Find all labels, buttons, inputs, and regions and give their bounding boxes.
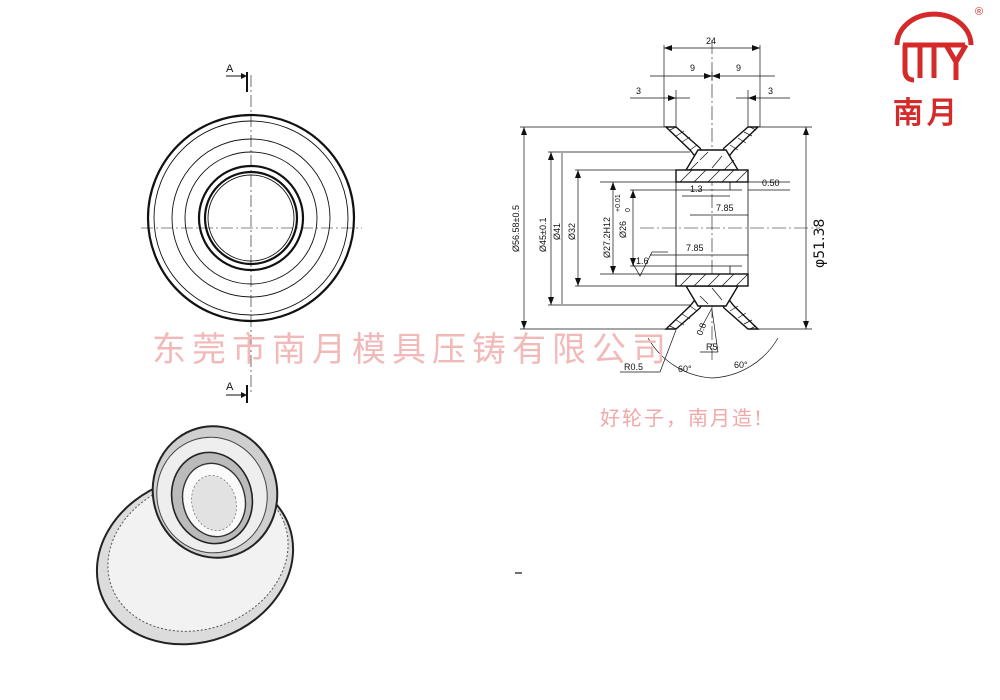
dim-half-right: 9 bbox=[736, 63, 741, 73]
dim-hub-offset: 1.3 bbox=[690, 184, 703, 194]
dim-flange-right: 3 bbox=[768, 86, 773, 96]
front-view bbox=[141, 75, 362, 392]
slogan-watermark: 好轮子，南月造! bbox=[600, 406, 765, 430]
dim-dia-32: Ø32 bbox=[567, 223, 577, 240]
dim-dia-bore: Ø27.2H12 bbox=[602, 217, 612, 258]
registered-mark: ® bbox=[975, 6, 984, 18]
dim-half-left: 9 bbox=[690, 63, 695, 73]
section-label-bottom: A bbox=[226, 381, 234, 393]
dim-groove-depth: 0.8 bbox=[694, 322, 708, 337]
dim-len-lower: 7.85 bbox=[686, 243, 704, 253]
dim-tol-lower: 0 bbox=[625, 208, 632, 212]
section-label-top: A bbox=[226, 63, 234, 75]
section-mark-top: A bbox=[226, 63, 248, 92]
dim-radius-root: R0.5 bbox=[624, 362, 643, 372]
dim-tol-upper: +0.01 bbox=[615, 194, 622, 212]
company-watermark: 东莞市南月模具压铸有限公司 bbox=[152, 330, 672, 370]
dim-roughness: 1.6 bbox=[636, 256, 649, 266]
dim-angle-left: 60° bbox=[678, 364, 692, 374]
company-logo-text: 南月 bbox=[893, 96, 961, 131]
section-mark-bottom: A bbox=[226, 381, 248, 403]
dim-dia-26: Ø26 bbox=[618, 221, 628, 238]
dim-len-upper: 7.85 bbox=[716, 203, 734, 213]
dimension-labels: 24 9 9 3 3 Ø56.58±0.5 Ø45±0.1 Ø41 Ø32 Ø2… bbox=[511, 36, 828, 374]
dim-dia-outer: Ø56.58±0.5 bbox=[511, 205, 521, 252]
dim-handwritten: φ51.38 bbox=[812, 219, 828, 268]
dim-dia-41: Ø41 bbox=[552, 223, 562, 240]
section-view bbox=[520, 40, 820, 379]
isometric-sketch bbox=[95, 425, 522, 646]
dim-angle-right: 60° bbox=[734, 360, 748, 370]
dim-flange-left: 3 bbox=[636, 86, 641, 96]
dim-hub-gap: 0.50 bbox=[762, 178, 780, 188]
dim-radius-tip: R5 bbox=[706, 342, 718, 352]
company-logo-icon bbox=[894, 11, 974, 83]
dim-dia-45: Ø45±0.1 bbox=[538, 218, 548, 252]
dim-overall-width: 24 bbox=[706, 36, 716, 46]
